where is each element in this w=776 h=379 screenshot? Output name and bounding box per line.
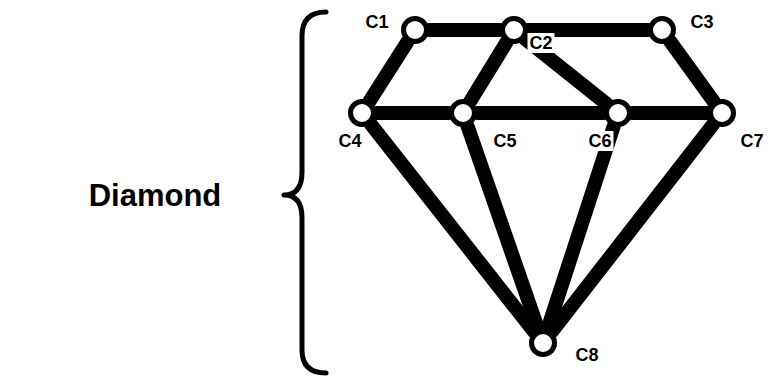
joint-circle: C3: [648, 16, 676, 44]
bar-line: [370, 42, 408, 101]
joint-circle: C4: [348, 99, 376, 127]
bar-line: [477, 106, 604, 120]
joint-circle: C1: [401, 16, 429, 44]
bar-line: [552, 124, 714, 332]
joint-circle: C7: [708, 99, 736, 127]
node-label: C5: [491, 131, 518, 151]
bar-line: [470, 42, 506, 101]
joint-circle: C6: [604, 99, 632, 127]
joint-circle: C8: [529, 329, 557, 357]
bar-line: [670, 41, 714, 101]
node-label: C6: [586, 131, 613, 151]
node-label: C2: [527, 33, 554, 53]
joint-circle: C5: [449, 99, 477, 127]
diagram-title-label: Diamond: [89, 178, 222, 214]
bar-line: [429, 23, 500, 37]
node-label: C7: [738, 131, 765, 151]
bar-line: [632, 106, 708, 120]
node-label: C8: [573, 345, 600, 365]
bar-line: [468, 126, 539, 330]
node-label: C1: [363, 12, 390, 32]
node-label: C4: [336, 131, 363, 151]
joint-circle: C2: [500, 16, 528, 44]
brace-path: [284, 12, 326, 373]
node-label: C3: [688, 12, 715, 32]
bar-line: [376, 106, 449, 120]
